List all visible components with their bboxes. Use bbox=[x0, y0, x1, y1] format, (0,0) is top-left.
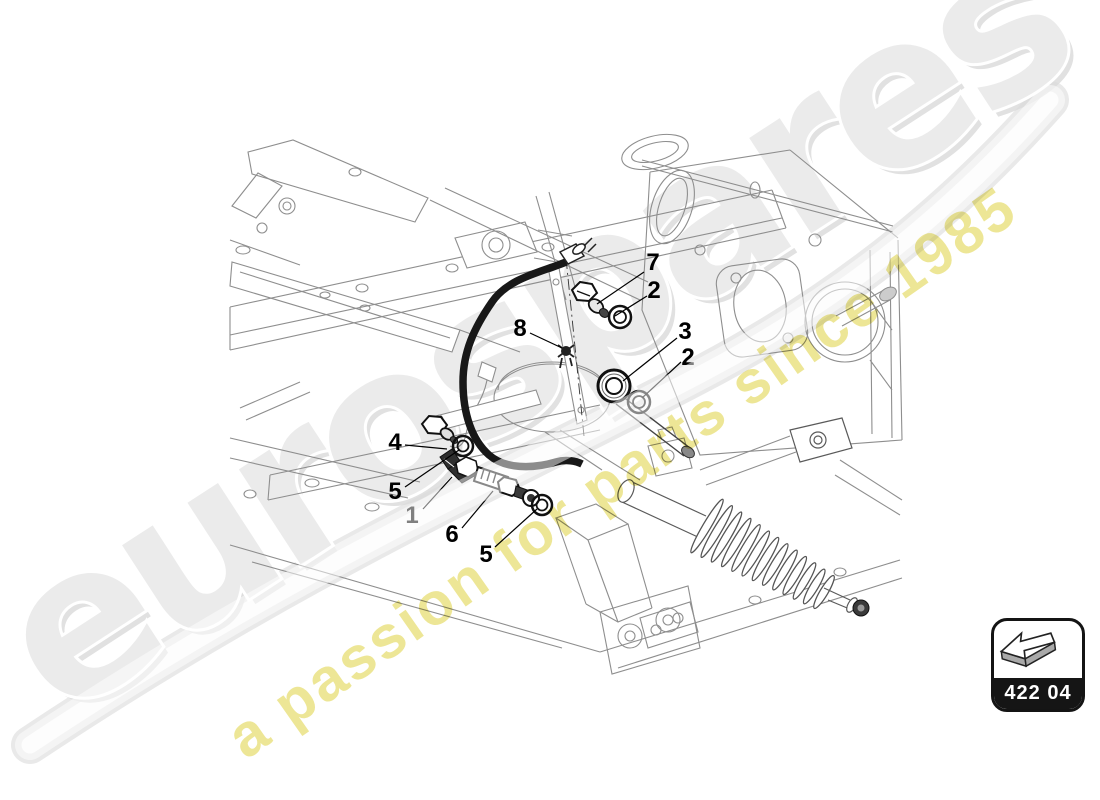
steering-rack bbox=[617, 417, 870, 617]
callout-label-1[interactable]: 1 bbox=[405, 502, 418, 529]
union-nut-3 bbox=[596, 368, 632, 404]
callout-label-3[interactable]: 3 bbox=[678, 318, 691, 345]
hydraulic-hose bbox=[459, 237, 597, 471]
seal-ring-2a bbox=[607, 304, 633, 330]
callout-leader bbox=[596, 271, 645, 305]
callout-leader bbox=[529, 332, 563, 349]
callout-leader bbox=[404, 444, 448, 450]
section-code: 422 04 bbox=[994, 678, 1082, 709]
callout-leader bbox=[461, 490, 494, 529]
callout-leader bbox=[422, 476, 453, 510]
pipe-joint bbox=[681, 445, 695, 459]
callout-label-5[interactable]: 5 bbox=[479, 541, 492, 568]
callout-leader bbox=[622, 337, 678, 382]
callout-label-4[interactable]: 4 bbox=[388, 429, 402, 456]
callout-label-8[interactable]: 8 bbox=[513, 315, 526, 342]
section-arrow-icon bbox=[994, 621, 1082, 678]
seal-ring-5a bbox=[451, 434, 475, 458]
steering-bellows bbox=[690, 498, 835, 610]
rigid-pipe-line bbox=[615, 395, 691, 457]
callout-label-5[interactable]: 5 bbox=[388, 478, 401, 505]
section-code-box[interactable]: 422 04 bbox=[991, 618, 1085, 712]
callout-label-6[interactable]: 6 bbox=[445, 521, 458, 548]
pressure-sensor-6 bbox=[472, 465, 540, 507]
banjo-bolt-7 bbox=[570, 280, 610, 318]
callout-label-2[interactable]: 2 bbox=[681, 344, 694, 371]
callout-label-7[interactable]: 7 bbox=[646, 249, 659, 276]
callout-leader bbox=[494, 508, 538, 548]
callout-label-2[interactable]: 2 bbox=[647, 277, 660, 304]
